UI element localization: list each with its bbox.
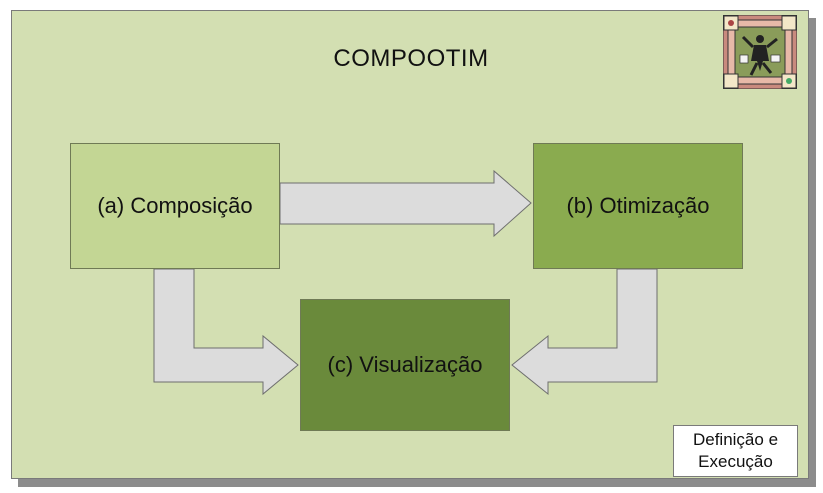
business-people-clipart-icon [723,15,797,89]
arrow-b-to-c [511,268,658,396]
node-otimizacao: (b) Otimização [533,143,743,269]
node-composicao: (a) Composição [70,143,280,269]
node-visualizacao: (c) Visualização [300,299,510,431]
definicao-execucao-note: Definição e Execução [673,425,798,477]
arrows-layer [153,169,658,396]
arrow-a-to-b [279,169,532,238]
diagram-title: COMPOOTIM [333,45,489,72]
arrow-a-to-c [153,268,299,396]
diagram-panel: COMPOOTIM (a) Composição (b) Otimização … [11,10,809,479]
